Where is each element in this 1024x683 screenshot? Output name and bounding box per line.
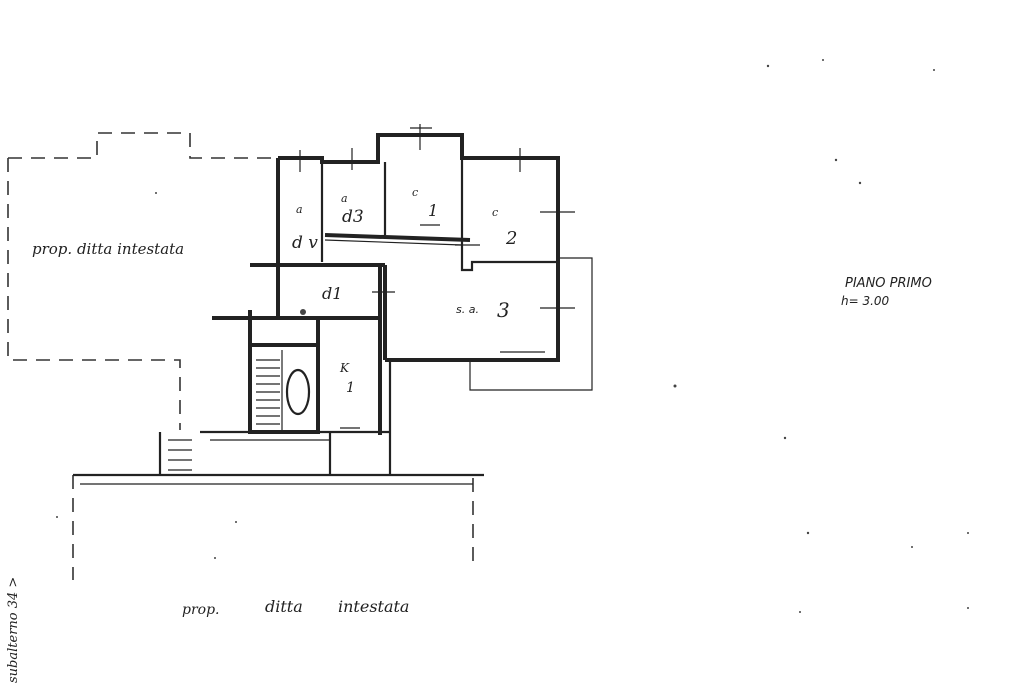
- side-note-subalterno: subalterno 34 >: [6, 577, 21, 683]
- neighbor-bottom-label-1: prop.: [182, 602, 220, 618]
- room-label-sa3: 3: [497, 298, 510, 322]
- room-label-dv: d v: [292, 233, 318, 253]
- room-label-c2: 2: [505, 228, 517, 249]
- room-label-c1: 1: [428, 201, 438, 220]
- opening-marks: [299, 124, 575, 429]
- room-label-k1-top: K: [339, 361, 350, 375]
- room-mark-dv-top: a: [296, 203, 303, 216]
- room-label-d1: d1: [322, 284, 342, 303]
- room-label-sa3-prefix: s. a.: [456, 303, 479, 316]
- room-label-c2-top: c: [492, 206, 498, 219]
- floor-height: h= 3.00: [841, 294, 890, 308]
- floor-title: PIANO PRIMO: [845, 276, 932, 291]
- room-label-k1: 1: [346, 380, 355, 396]
- room-label-d3: d3: [342, 207, 364, 227]
- room-label-c1-top: c: [412, 186, 418, 199]
- neighbor-property-bottom-outline: [72, 473, 484, 580]
- neighbor-left-label: prop. ditta intestata: [32, 240, 184, 258]
- scan-specks: [56, 59, 969, 613]
- room-mark-d3-top: a: [341, 192, 348, 205]
- apartment-walls: [158, 133, 593, 475]
- neighbor-bottom-label-2: ditta: [265, 597, 303, 616]
- neighbor-property-left-outline: [7, 132, 278, 430]
- stair-treads: [168, 350, 311, 471]
- neighbor-bottom-label-3: intestata: [338, 597, 409, 616]
